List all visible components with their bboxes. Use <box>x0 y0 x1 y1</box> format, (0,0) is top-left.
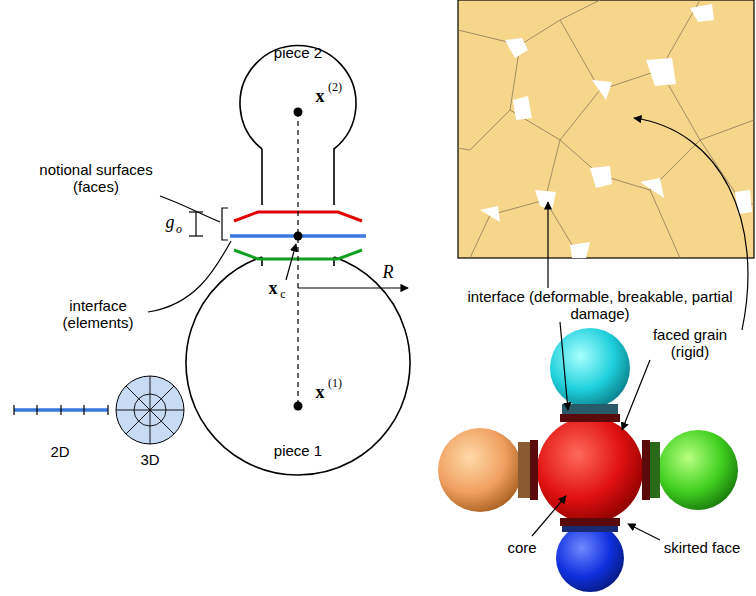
vector-superscript: (1) <box>328 377 342 391</box>
vector-superscript: (2) <box>328 81 342 95</box>
leader-line <box>148 241 231 312</box>
gap-symbol: g <box>166 212 175 233</box>
radius-dimension <box>298 287 408 288</box>
leader-line <box>532 496 566 536</box>
leader-line <box>628 524 660 540</box>
piece-label: piece 2 <box>274 44 322 61</box>
callout-label: skirted face <box>664 539 741 556</box>
centroid-dot <box>294 108 303 117</box>
callout-label: core <box>507 539 536 556</box>
gap-subscript: o <box>176 223 182 237</box>
piece-label: piece 1 <box>274 442 322 459</box>
callout-label: notional surfaces (faces) <box>31 161 161 196</box>
piece-node: piece 1 <box>186 251 410 475</box>
leader-line <box>547 202 548 288</box>
axis-line <box>297 112 298 406</box>
caption-label: 2D <box>50 443 69 460</box>
leader-line <box>560 322 568 410</box>
leader-line <box>622 360 650 430</box>
vector-symbol: x <box>316 382 325 403</box>
element-3d <box>116 376 184 444</box>
vector-subscript: c <box>280 288 285 302</box>
centroid-dot <box>294 402 303 411</box>
caption-label: 3D <box>140 451 159 468</box>
callout-label: interface (elements) <box>51 297 146 332</box>
grain-micrograph <box>458 0 754 258</box>
vector-symbol: x <box>316 86 325 107</box>
contact-dot <box>294 232 303 241</box>
bracket <box>222 208 228 240</box>
leader-line <box>286 244 296 280</box>
callout-label: interface (deformable, breakable, partia… <box>455 288 745 323</box>
dimension-label: R <box>383 262 394 283</box>
gap-dimension <box>195 212 196 236</box>
callout-label: faced grain (rigid) <box>640 326 740 361</box>
element-ticks <box>14 405 108 415</box>
gap-dimension <box>189 235 203 236</box>
vector-symbol: x <box>269 278 278 299</box>
